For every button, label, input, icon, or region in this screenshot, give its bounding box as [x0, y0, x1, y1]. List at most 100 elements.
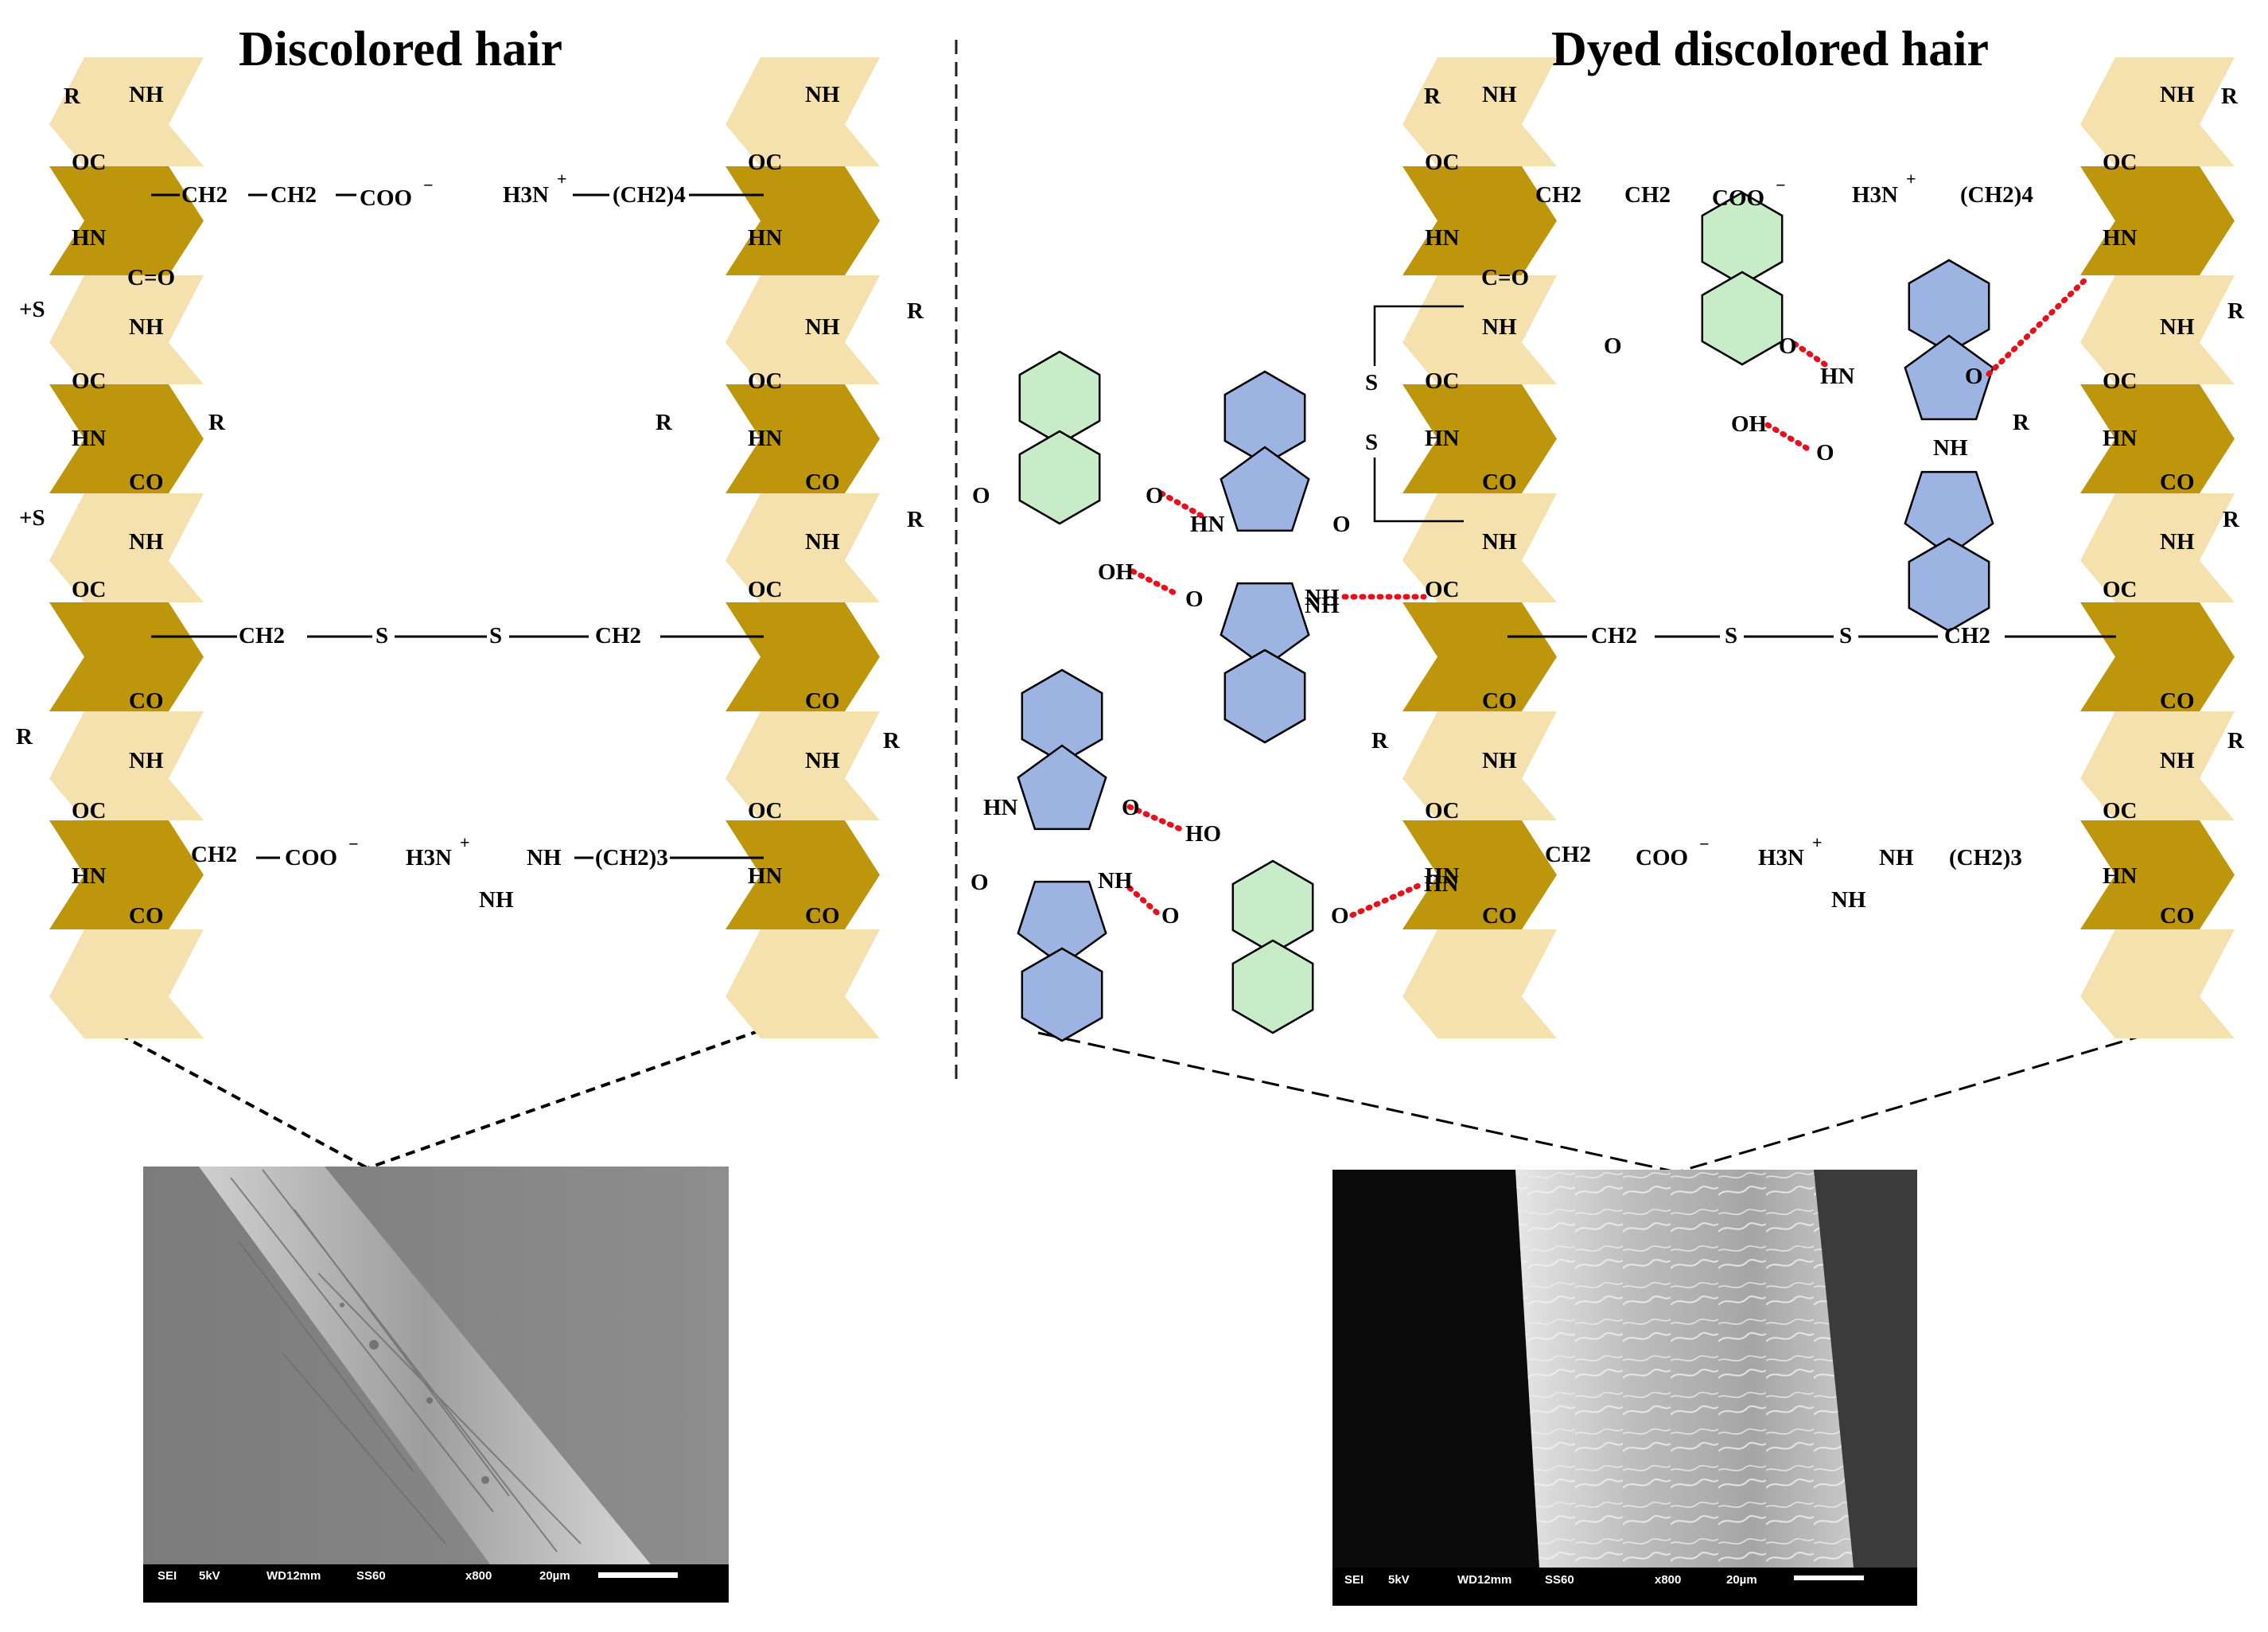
keratin-segment: [726, 57, 880, 166]
keratin-segment: [2080, 711, 2235, 820]
backbone-label: NH: [805, 748, 840, 773]
backbone-label: OC: [72, 368, 107, 394]
dye-atom-label: O: [972, 483, 990, 508]
charge-plus: +: [1906, 169, 1916, 189]
keratin-segment: [1402, 711, 1557, 820]
side-chain-ch2: CH2: [1545, 842, 1591, 867]
disulfide-s: S: [1365, 370, 1378, 395]
side-chain-h3n: H3N: [1758, 845, 1804, 871]
indigo-benzene-ring: [1021, 947, 1103, 1042]
keratin-segment: [49, 493, 204, 602]
indigo-pentagon-ring: [1017, 880, 1107, 967]
side-chain-coo: COO: [285, 845, 337, 871]
dye-atom-label: OH: [1731, 411, 1768, 437]
backbone-label: HN: [748, 225, 783, 251]
keratin-segment: [1402, 166, 1557, 275]
dye-atom-label: O: [1185, 586, 1204, 612]
backbone-label: OC: [1425, 368, 1460, 394]
dye-atom-label: NH: [1933, 435, 1968, 461]
dye-atom-label: O: [1161, 903, 1180, 929]
backbone-label: CO: [129, 469, 164, 495]
keratin-segment: [2080, 929, 2235, 1038]
backbone-label: OC: [1425, 150, 1460, 175]
backbone-label: HN: [748, 426, 783, 451]
backbone-label: CO: [2160, 688, 2195, 714]
disulfide-ch2: CH2: [1944, 623, 1990, 649]
chemistry-labels: NH OC HN NH OC HN CO NH OC CO NH OC HN CO NH OC HN NH OC HN…: [16, 82, 2245, 929]
keratin-segment: [2080, 384, 2235, 493]
r-group: R: [64, 84, 81, 109]
dye-molecules: [1017, 191, 2091, 1042]
backbone-label: NH: [129, 529, 164, 555]
backbone-label: OC: [2103, 798, 2138, 824]
side-chain-h3n: H3N: [406, 845, 452, 871]
charge-plus: +: [557, 169, 567, 189]
sem-left-info-2: 5kV: [199, 1569, 220, 1583]
backbone-label: HN: [72, 426, 107, 451]
sem-image-left: SEI 5kV WD12mm SS60 x800 20µm: [143, 1167, 729, 1603]
backbone-label: CO: [1482, 903, 1517, 929]
dye-atom-label: NH: [1305, 593, 1340, 618]
keratin-segment: [1402, 929, 1557, 1038]
backbone-label: OC: [72, 577, 107, 602]
charge-minus: −: [1699, 834, 1710, 854]
backbone-label: CO: [129, 688, 164, 714]
r-group: R: [2221, 84, 2239, 109]
dye-atom-label: OH: [1098, 559, 1134, 585]
side-chain-bonds: [151, 193, 2116, 859]
backbone-label: OC: [1425, 577, 1460, 602]
backbone-label: HN: [2103, 225, 2138, 251]
keratin-segment: [49, 820, 204, 929]
backbone-label: CO: [805, 469, 840, 495]
keratin-segment: [49, 602, 204, 711]
sem-left-scale-bar: [598, 1572, 678, 1578]
side-chain-ch2: CH2: [181, 182, 228, 208]
indigo-benzene-ring: [1908, 537, 1990, 633]
zoom-line-right-a: [1037, 1031, 1678, 1174]
r-group: R: [907, 507, 924, 532]
keratin-segment: [1402, 384, 1557, 493]
r-group: R: [656, 410, 673, 435]
indigo-pentagon-ring: [1904, 470, 1994, 557]
backbone-label: NH: [805, 314, 840, 340]
backbone-label: HN: [2103, 426, 2138, 451]
keratin-segment: [726, 384, 880, 493]
keratin-segment: [2080, 166, 2235, 275]
backbone-label: HN: [1425, 863, 1460, 889]
backbone-label: NH: [2160, 529, 2195, 555]
bond: [1373, 305, 1464, 366]
hydrogen-bond: [1349, 880, 1427, 918]
keratin-strand-right-inner: [2080, 57, 2235, 1038]
dye-atom-label: O: [971, 870, 989, 895]
indigo-pentagon-ring: [1220, 582, 1310, 668]
hydrogen-bond: [1126, 885, 1165, 920]
sem-left-info-4: SS60: [356, 1569, 386, 1583]
keratin-strand-left-inner: [726, 57, 880, 1038]
dye-atom-label: NH: [1098, 868, 1133, 894]
r-group: R: [16, 724, 33, 750]
keratin-segment: [726, 820, 880, 929]
thiol-cation: +S: [19, 505, 45, 531]
keratin-segment: [2080, 57, 2235, 166]
backbone-label: OC: [748, 577, 783, 602]
dye-atom-label: O: [1122, 795, 1140, 820]
hydrogen-bond: [1986, 274, 2091, 377]
backbone-label: NH: [129, 82, 164, 107]
dye-atom-label: O: [1965, 364, 1983, 389]
backbone-label: OC: [748, 368, 783, 394]
keratin-segment: [2080, 493, 2235, 602]
charge-minus: −: [1776, 175, 1786, 195]
keratin-segment: [49, 929, 204, 1038]
dye-atom-label: HN: [1190, 512, 1225, 537]
keratin-segment: [2080, 275, 2235, 384]
zoom-line-left-a: [63, 1003, 368, 1170]
dye-atom-label: HO: [1185, 821, 1221, 847]
dye-atom-label: HN: [1424, 871, 1459, 897]
r-group: R: [907, 298, 924, 324]
disulfide-ch2: CH2: [1591, 623, 1637, 649]
r-group: R: [2227, 298, 2245, 324]
r-group: R: [883, 728, 901, 754]
sem-right-info-3: WD12mm: [1457, 1573, 1511, 1587]
keratin-segment: [2080, 820, 2235, 929]
sem-left-info-5: x800: [465, 1569, 492, 1583]
